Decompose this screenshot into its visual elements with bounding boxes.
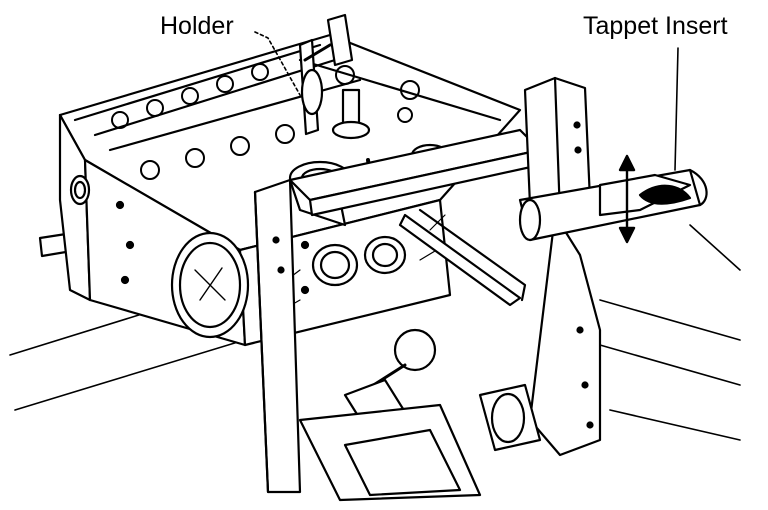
tappet-insert-tool <box>398 168 741 307</box>
motion-arrow <box>618 154 636 244</box>
holder-label: Holder <box>160 12 234 40</box>
cylinder-head <box>58 33 522 347</box>
tappet-insert-label: Tappet Insert <box>583 12 728 40</box>
holder-tool <box>298 13 354 136</box>
fixture-crossbar <box>288 128 542 217</box>
vice-body <box>298 403 482 502</box>
callout-leaders <box>254 31 679 171</box>
fixture-right-upright <box>523 76 602 457</box>
